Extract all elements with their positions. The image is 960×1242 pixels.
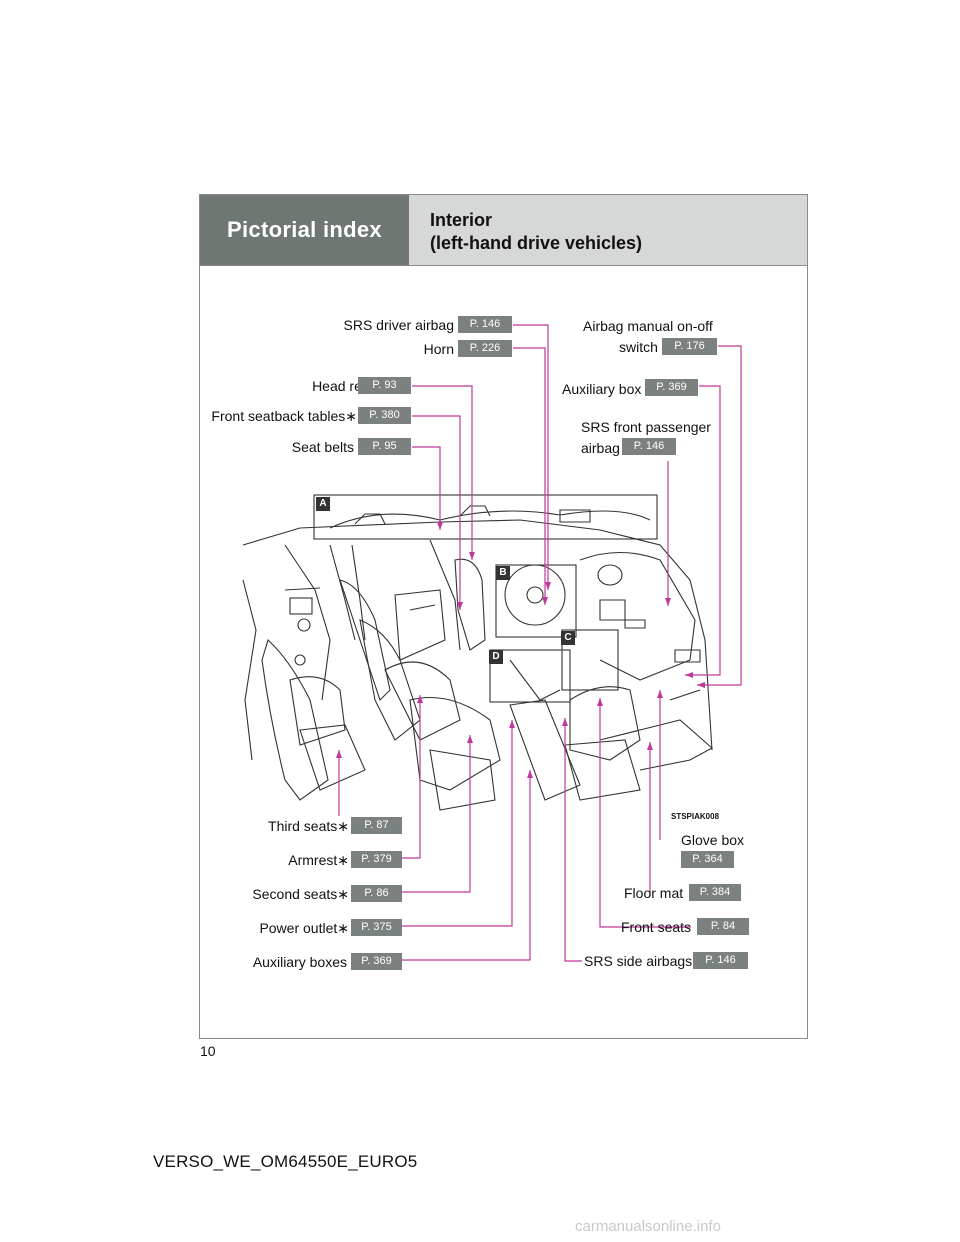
front-seats-page[interactable]: P. 84: [697, 918, 749, 935]
section-title: Interior (left-hand drive vehicles): [409, 195, 807, 265]
head-restraints-page[interactable]: P. 93: [358, 377, 411, 394]
page-number: 10: [200, 1043, 216, 1059]
auxiliary-box-label: Auxiliary box: [562, 381, 642, 397]
section-tab: Pictorial index: [200, 195, 409, 265]
floor-mat-label: Floor mat: [624, 885, 684, 901]
watermark: carmanualsonline.info: [575, 1218, 721, 1235]
floor-mat-page[interactable]: P. 384: [689, 884, 741, 901]
horn-label: Horn: [423, 341, 454, 357]
page-frame: [199, 194, 808, 1039]
marker-d[interactable]: D: [489, 650, 503, 664]
second-seats-page[interactable]: P. 86: [351, 885, 402, 902]
airbag-switch-label-line1: Airbag manual on-off: [583, 318, 713, 334]
auxiliary-boxes-page[interactable]: P. 369: [351, 953, 402, 970]
srs-front-passenger-label-line1: SRS front passenger: [581, 419, 711, 435]
glove-box-label: Glove box: [681, 832, 745, 848]
srs-driver-airbag-label: SRS driver airbag: [343, 317, 455, 333]
armrest-label: Armrest∗: [288, 852, 349, 868]
header-divider: [200, 265, 807, 266]
airbag-switch-page[interactable]: P. 176: [662, 338, 717, 355]
auxiliary-box-page[interactable]: P. 369: [645, 379, 698, 396]
third-seats-label: Third seats∗: [268, 818, 349, 834]
section-title-line1: Interior: [430, 210, 493, 230]
illustration-code: STSPIAK008: [671, 812, 720, 821]
auxiliary-boxes-label: Auxiliary boxes: [252, 954, 347, 970]
front-seatback-tables-label: Front seatback tables∗: [211, 408, 357, 424]
seat-belts-page[interactable]: P. 95: [358, 438, 411, 455]
glove-box-page[interactable]: P. 364: [681, 851, 734, 868]
front-seats-label: Front seats: [621, 919, 692, 935]
marker-a[interactable]: A: [316, 497, 330, 511]
srs-front-passenger-label-line2: airbag: [581, 440, 620, 456]
section-tab-label: Pictorial index: [227, 217, 382, 242]
armrest-page[interactable]: P. 379: [351, 851, 402, 868]
marker-c[interactable]: C: [561, 631, 575, 645]
power-outlet-label: Power outlet∗: [259, 920, 349, 936]
airbag-switch-label-line2: switch: [619, 339, 658, 355]
second-seats-label: Second seats∗: [252, 886, 349, 902]
srs-driver-airbag-page[interactable]: P. 146: [458, 316, 512, 333]
seat-belts-label: Seat belts: [291, 439, 354, 455]
srs-side-airbags-label: SRS side airbags: [584, 953, 693, 969]
third-seats-page[interactable]: P. 87: [351, 817, 402, 834]
srs-side-airbags-page[interactable]: P. 146: [693, 952, 748, 969]
horn-page[interactable]: P. 226: [458, 340, 512, 357]
footer-code: VERSO_WE_OM64550E_EURO5: [153, 1152, 418, 1171]
section-title-line2: (left-hand drive vehicles): [430, 233, 643, 253]
marker-b[interactable]: B: [496, 566, 510, 580]
front-seatback-tables-page[interactable]: P. 380: [358, 407, 411, 424]
srs-front-passenger-page[interactable]: P. 146: [622, 438, 676, 455]
power-outlet-page[interactable]: P. 375: [351, 919, 402, 936]
